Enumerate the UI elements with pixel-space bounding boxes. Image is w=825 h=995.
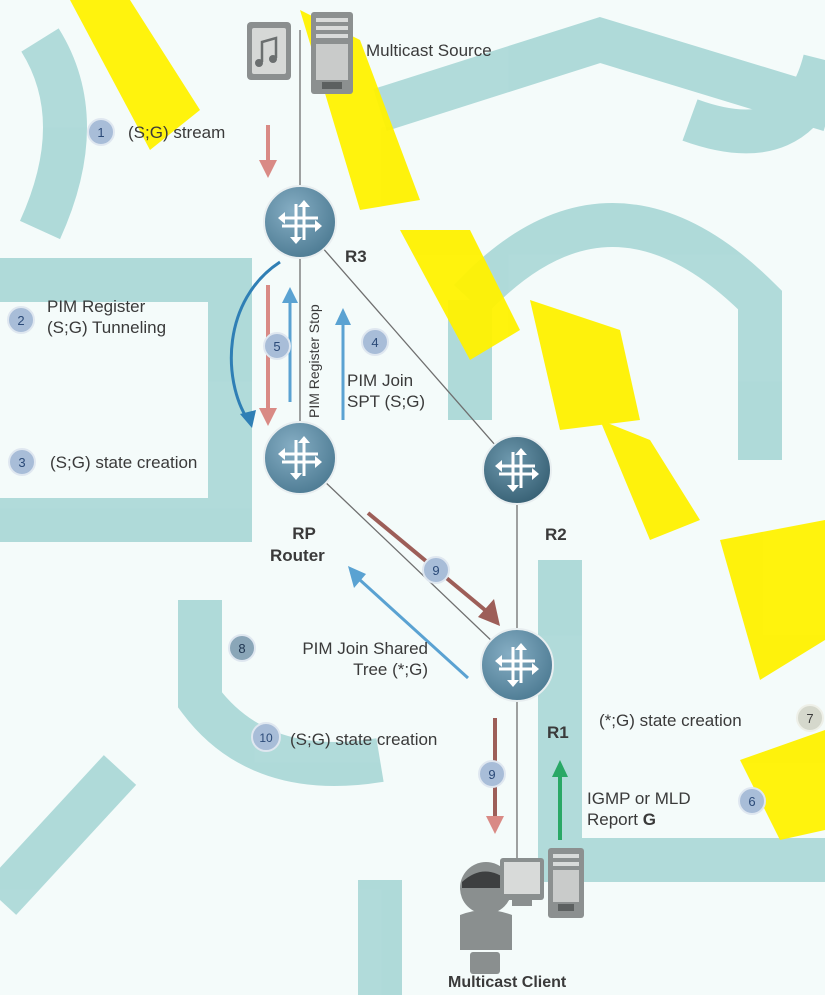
router-r2-icon bbox=[483, 436, 551, 504]
router-rp-label-line2: Router bbox=[270, 545, 325, 566]
svg-text:2: 2 bbox=[17, 313, 24, 328]
router-rp-label-line1: RP bbox=[284, 523, 324, 544]
router-r2-label: R2 bbox=[545, 524, 567, 545]
svg-text:8: 8 bbox=[238, 641, 245, 656]
svg-text:5: 5 bbox=[273, 339, 280, 354]
step-badge-2: 2 bbox=[8, 307, 34, 333]
svg-text:1: 1 bbox=[97, 125, 104, 140]
music-file-icon bbox=[247, 22, 291, 80]
router-r1-label: R1 bbox=[547, 722, 569, 743]
step-2-label: PIM Register (S;G) Tunneling bbox=[47, 296, 166, 338]
step-badge-9b: 9 bbox=[479, 761, 505, 787]
svg-text:9: 9 bbox=[488, 767, 495, 782]
step-badge-5: 5 bbox=[264, 333, 290, 359]
step-7-label: (*;G) state creation bbox=[599, 710, 742, 731]
step-6-group: G bbox=[643, 810, 656, 829]
step-5-label: PIM Register Stop bbox=[306, 304, 322, 418]
step-3-label: (S;G) state creation bbox=[50, 452, 197, 473]
svg-text:10: 10 bbox=[259, 731, 273, 745]
step-4-label: PIM Join SPT (S;G) bbox=[347, 370, 425, 412]
step-8-label: PIM Join Shared Tree (*;G) bbox=[268, 638, 428, 680]
multicast-client-label: Multicast Client bbox=[448, 972, 566, 993]
step-badge-3: 3 bbox=[9, 449, 35, 475]
client-monitor-icon bbox=[500, 858, 544, 906]
step-badge-6: 6 bbox=[739, 788, 765, 814]
step-6-label: IGMP or MLD Report G bbox=[587, 788, 691, 830]
step-1-label: (S;G) stream bbox=[128, 122, 225, 143]
link-rp-r1 bbox=[300, 458, 517, 665]
source-server-icon bbox=[311, 12, 353, 94]
step-10-label: (S;G) state creation bbox=[290, 729, 437, 750]
step-badge-4: 4 bbox=[362, 329, 388, 355]
router-r3-label: R3 bbox=[345, 246, 367, 267]
svg-text:6: 6 bbox=[748, 794, 755, 809]
step-badge-10: 10 bbox=[252, 723, 280, 751]
step-badge-9a: 9 bbox=[423, 557, 449, 583]
client-server-icon bbox=[548, 848, 584, 918]
arrow-sg-stream bbox=[259, 125, 277, 178]
svg-text:3: 3 bbox=[18, 455, 25, 470]
multicast-source-label: Multicast Source bbox=[366, 40, 492, 61]
svg-text:4: 4 bbox=[371, 335, 378, 350]
router-r1-icon bbox=[481, 629, 553, 701]
svg-text:9: 9 bbox=[432, 563, 439, 578]
svg-text:7: 7 bbox=[806, 711, 813, 726]
router-r3-icon bbox=[264, 186, 336, 258]
step-6-text: IGMP or MLD Report bbox=[587, 789, 691, 829]
step-badge-7: 7 bbox=[797, 705, 823, 731]
router-rp-icon bbox=[264, 422, 336, 494]
step-badge-1: 1 bbox=[88, 119, 114, 145]
step-badge-8: 8 bbox=[229, 635, 255, 661]
